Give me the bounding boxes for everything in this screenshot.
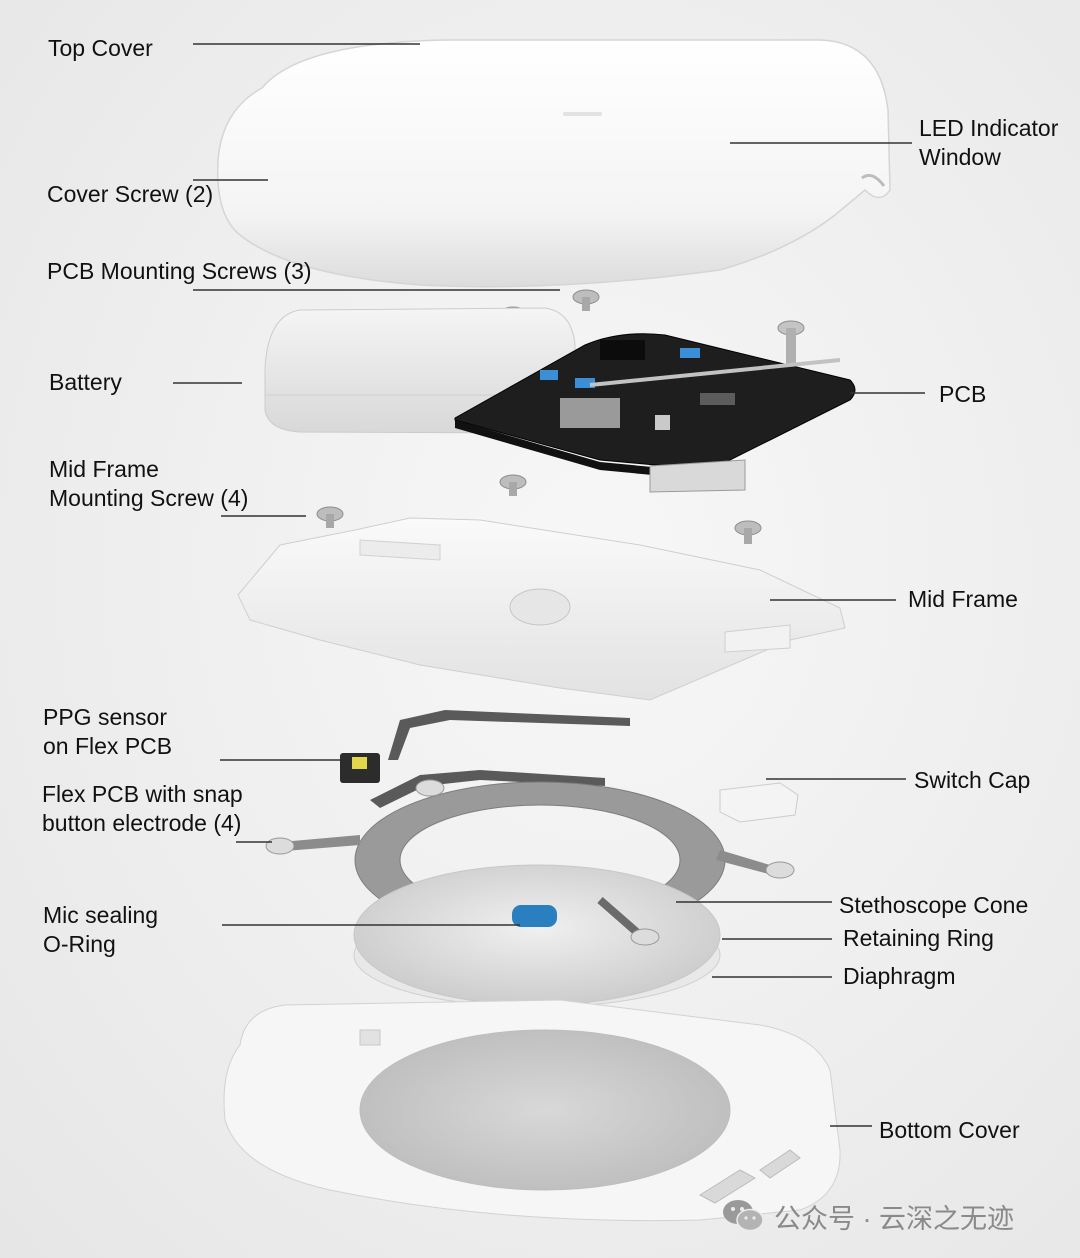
label-pcb-mounting-screws: PCB Mounting Screws (3) <box>47 257 312 286</box>
label-cover-screw: Cover Screw (2) <box>47 180 213 209</box>
label-pcb: PCB <box>939 380 986 409</box>
label-diaphragm-text: Diaphragm <box>843 963 956 989</box>
wechat-icon <box>723 1200 764 1232</box>
label-mid-frame-text: Mid Frame <box>908 586 1018 612</box>
label-mid-frame-screw: Mid Frame Mounting Screw (4) <box>49 455 248 513</box>
label-retaining-ring: Retaining Ring <box>843 924 994 953</box>
o-ring-icon <box>512 905 557 927</box>
watermark: 公众号 · 云深之无迹 <box>722 1196 1014 1236</box>
pcb-part <box>454 333 856 493</box>
bottom-cover-part <box>223 999 841 1222</box>
mid-frame-part <box>237 517 846 701</box>
leader-lines <box>173 43 925 1127</box>
label-ppg-line1: PPG sensor <box>43 704 167 730</box>
label-stethoscope-cone-text: Stethoscope Cone <box>839 892 1029 918</box>
label-led-indicator: LED Indicator Window <box>919 114 1058 172</box>
flex-pcb-part <box>340 710 630 808</box>
switch-cap-part <box>719 782 799 823</box>
stethoscope-cone-part <box>353 864 721 1008</box>
label-bottom-cover: Bottom Cover <box>879 1116 1020 1145</box>
label-flex-line2: button electrode (4) <box>42 810 242 836</box>
label-ppg-line2: on Flex PCB <box>43 733 173 759</box>
top-cover-part <box>216 39 891 288</box>
label-pcb-text: PCB <box>939 381 987 407</box>
label-led-line2: Window <box>919 144 1001 170</box>
retaining-ring-part <box>265 779 795 939</box>
label-switch-cap-text: Switch Cap <box>914 767 1031 793</box>
label-battery: Battery <box>49 368 122 397</box>
label-switch-cap: Switch Cap <box>914 766 1030 795</box>
label-top-cover: Top Cover <box>48 34 153 63</box>
label-mid-frame-screw-line2: Mounting Screw (4) <box>49 485 249 511</box>
label-flex-pcb: Flex PCB with snap button electrode (4) <box>42 780 243 838</box>
label-diaphragm: Diaphragm <box>843 962 956 991</box>
label-mic-line1: Mic sealing <box>43 902 159 928</box>
label-mid-frame-screw-line1: Mid Frame <box>49 456 159 482</box>
label-pcb-mounting-screws-text: PCB Mounting Screws (3) <box>47 258 312 284</box>
label-stethoscope-cone: Stethoscope Cone <box>839 891 1028 920</box>
label-bottom-cover-text: Bottom Cover <box>879 1117 1020 1143</box>
label-mic-line2: O-Ring <box>43 931 116 957</box>
label-cover-screw-text: Cover Screw (2) <box>47 181 214 207</box>
label-retaining-ring-text: Retaining Ring <box>843 925 994 951</box>
label-ppg-sensor: PPG sensor on Flex PCB <box>43 703 172 761</box>
label-battery-text: Battery <box>49 369 122 395</box>
watermark-text: 公众号 · 云深之无迹 <box>774 1203 1014 1234</box>
label-mic-sealing: Mic sealing O-Ring <box>43 901 158 959</box>
label-flex-line1: Flex PCB with snap <box>42 781 243 807</box>
label-led-line1: LED Indicator <box>919 115 1059 141</box>
label-mid-frame: Mid Frame <box>908 585 1018 614</box>
label-top-cover-text: Top Cover <box>48 35 153 61</box>
